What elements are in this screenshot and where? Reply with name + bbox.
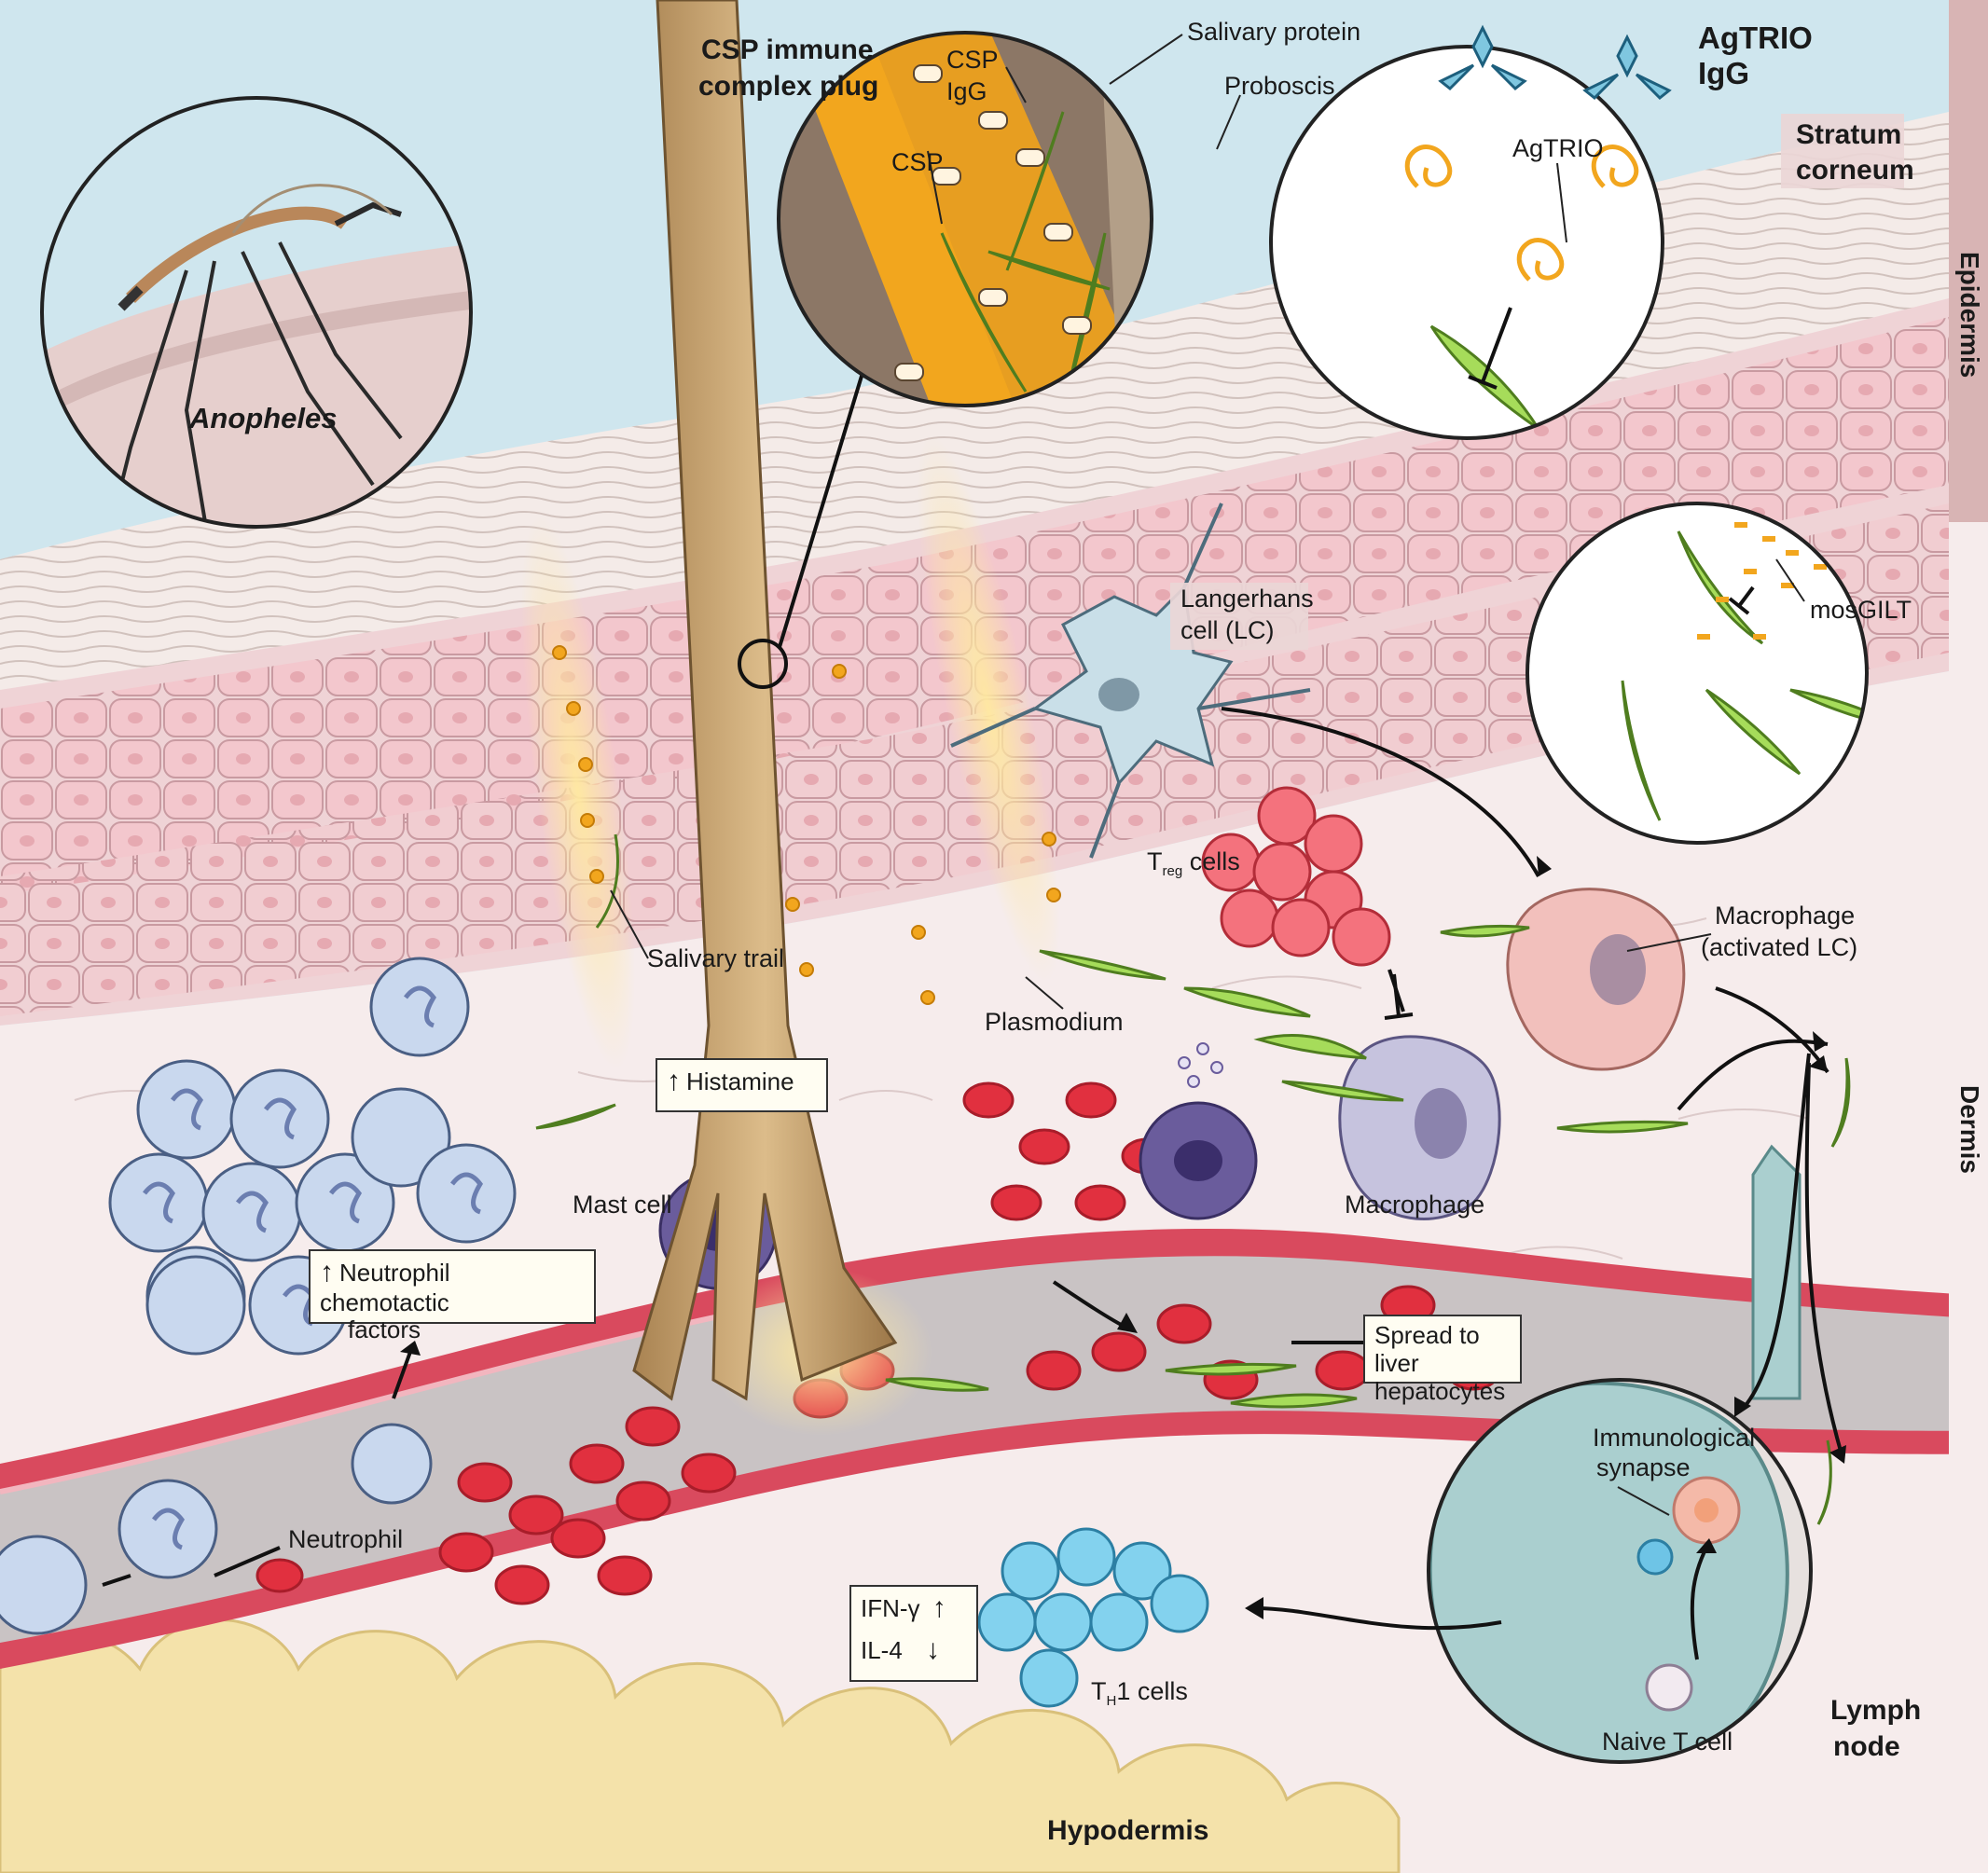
activated-macrophage-label-line2: (activated LC) [1701,933,1858,961]
afferent-vessel [1751,1144,1802,1400]
lymph-node-label-line1: Lymph [1830,1695,1922,1726]
inhibition-bar-icon [1384,973,1414,1020]
proboscis-label: Proboscis [1224,72,1335,100]
agtrio-igg-label-line1: AgTRIO [1698,21,1813,55]
stratum-corneum-label-line2: corneum [1796,155,1914,186]
mosgilt-label: mosGILT [1810,596,1912,624]
agtrio-inset [1269,45,1664,440]
synapse-label-line2: synapse [1596,1453,1691,1481]
anopheles-label: Anopheles [189,402,338,434]
neutrophil-cluster [0,957,517,1635]
up-arrow-icon: ↑ [667,1066,681,1096]
plasmodium-label: Plasmodium [985,1008,1124,1036]
stratum-corneum-label-line1: Stratum [1796,119,1902,150]
spread-liver-box: Spread to liver hepatocytes [1363,1315,1522,1405]
down-arrow-icon: ↓ [926,1633,941,1665]
csp-plug-label-line1: CSP immune [701,34,874,65]
agtrio-label: AgTRIO [1512,134,1604,162]
salivary-trails [520,434,1060,1436]
csp-plug-label-line2: complex plug [698,71,879,102]
activated-macrophage-label-line1: Macrophage [1715,902,1856,930]
mast-cell-label: Mast cell [573,1191,672,1219]
arrowheads [400,856,1846,1619]
mosquito-inset [40,96,473,529]
macrophage-label: Macrophage [1345,1191,1485,1219]
plasmodium-sporozoite-icon [535,833,1851,1525]
langerhans-label-line2: cell (LC) [1180,616,1275,644]
csp-igg-label-line1: CSP [946,46,999,74]
csp-label: CSP [891,148,944,176]
epidermis-label: Epidermis [1955,252,1984,379]
zoom-marker [738,639,788,689]
cytokine-box: IFN-γ ↑ IL-4 ↓ [849,1585,978,1682]
up-arrow-icon: ↑ [320,1257,334,1288]
synapse-label-line1: Immunological [1593,1424,1756,1452]
hypodermis-label: Hypodermis [1047,1815,1209,1846]
dermis-label: Dermis [1955,1085,1984,1174]
neutrophil-label: Neutrophil [288,1525,404,1553]
macrophage-icon [1338,888,1686,1220]
histamine-box: ↑Histamine [656,1058,828,1112]
th1-label: TH1 cells [1091,1677,1188,1709]
label-leaders [610,34,1805,1516]
th1-cell-icon [977,1527,1209,1708]
treg-cell-icon [1201,786,1391,967]
langerhans-tag [1170,583,1308,650]
stratum-corneum-tag [1781,114,1904,188]
lymph-node-label-line2: node [1833,1731,1900,1762]
treg-label: Treg cells [1147,847,1240,879]
langerhans-label-line1: Langerhans [1180,585,1314,613]
agtrio-igg-label-line2: IgG [1698,56,1749,90]
csp-igg-label-line2: IgG [946,77,987,105]
naive-t-label: Naive T cell [1602,1728,1733,1756]
antibody-icon [1438,24,1672,101]
salivary-trail-label: Salivary trail [647,944,785,972]
neutrophil-factors-box: ↑Neutrophil chemotactic factors [309,1249,596,1343]
salivary-protein-label: Salivary protein [1187,18,1361,46]
lymph-node-icon [1427,1378,1813,1764]
mosgilt-inset [1526,502,1869,845]
up-arrow-icon: ↑ [932,1592,946,1623]
